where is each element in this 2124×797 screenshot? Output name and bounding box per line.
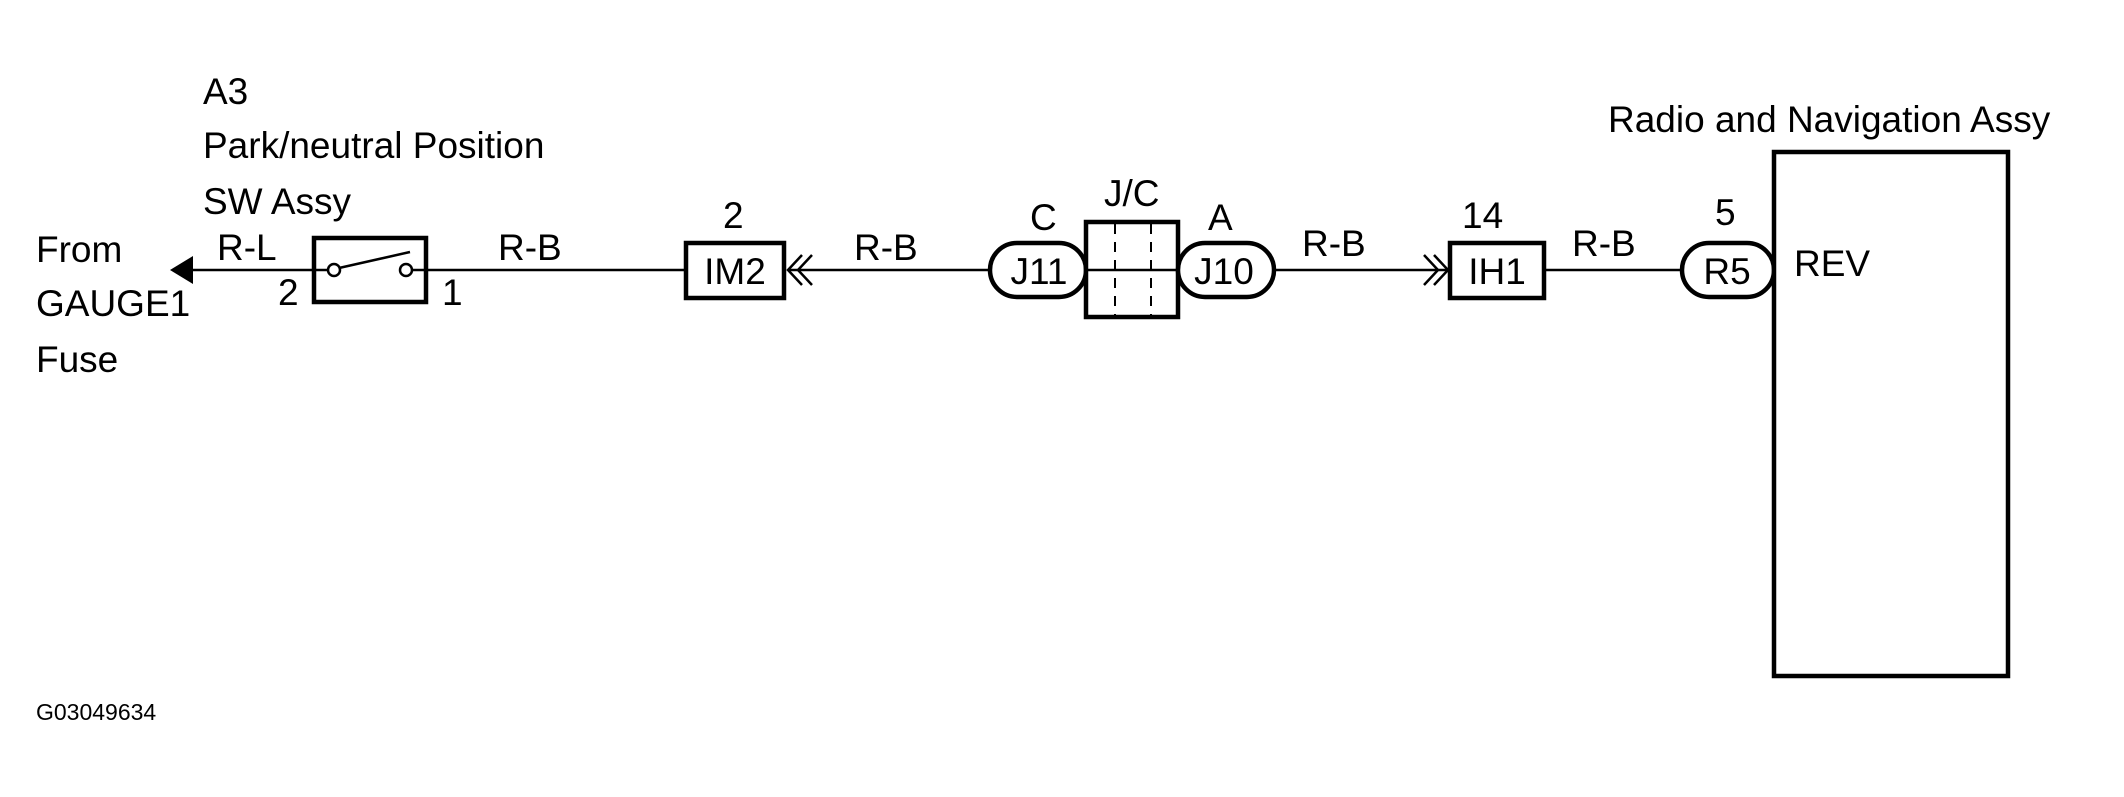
j10-code: J10 bbox=[1194, 251, 1254, 292]
r5-code: R5 bbox=[1703, 251, 1750, 292]
wire-label-rb-3: R-B bbox=[1302, 223, 1366, 264]
switch-label-group: A3 Park/neutral Position SW Assy bbox=[203, 71, 544, 222]
wire-label-rb-2: R-B bbox=[854, 227, 918, 268]
ih1-code: IH1 bbox=[1468, 251, 1526, 292]
radio-name: Radio and Navigation Assy bbox=[1608, 99, 2051, 140]
j11-pin: C bbox=[1030, 197, 1057, 238]
j11-code: J11 bbox=[1011, 251, 1068, 292]
origin-fuse-label: Fuse bbox=[36, 339, 118, 380]
switch-pin-left: 2 bbox=[278, 272, 299, 313]
radio-terminal-rev: REV bbox=[1794, 243, 1870, 284]
j10-pin: A bbox=[1208, 197, 1233, 238]
switch-contact-left-icon bbox=[326, 262, 342, 278]
switch-lever-icon bbox=[338, 250, 411, 270]
figure-id: G03049634 bbox=[36, 699, 156, 725]
origin-label-group: From GAUGE1 Fuse bbox=[36, 229, 190, 380]
switch-contact-right-icon bbox=[398, 262, 414, 278]
switch-name-line2: SW Assy bbox=[203, 181, 352, 222]
switch-pin-right: 1 bbox=[442, 272, 463, 313]
r5-pin: 5 bbox=[1715, 192, 1736, 233]
switch-name-line1: Park/neutral Position bbox=[203, 125, 544, 166]
wire-label-rb-1: R-B bbox=[498, 227, 562, 268]
ih1-box bbox=[1447, 240, 1547, 301]
ih1-pin: 14 bbox=[1462, 195, 1503, 236]
origin-fuse-name: GAUGE1 bbox=[36, 283, 190, 324]
jc-code: J/C bbox=[1104, 173, 1160, 214]
wire-label-rb-4: R-B bbox=[1572, 223, 1636, 264]
switch-code: A3 bbox=[203, 71, 248, 112]
im2-pin: 2 bbox=[723, 195, 744, 236]
im2-code: IM2 bbox=[704, 251, 766, 292]
wire-label-rl: R-L bbox=[217, 227, 277, 268]
switch-symbol bbox=[311, 235, 429, 305]
origin-arrow-icon bbox=[170, 256, 193, 284]
origin-from-label: From bbox=[36, 229, 122, 270]
radio-unit-box bbox=[1771, 149, 2011, 679]
im2-box bbox=[683, 240, 787, 301]
